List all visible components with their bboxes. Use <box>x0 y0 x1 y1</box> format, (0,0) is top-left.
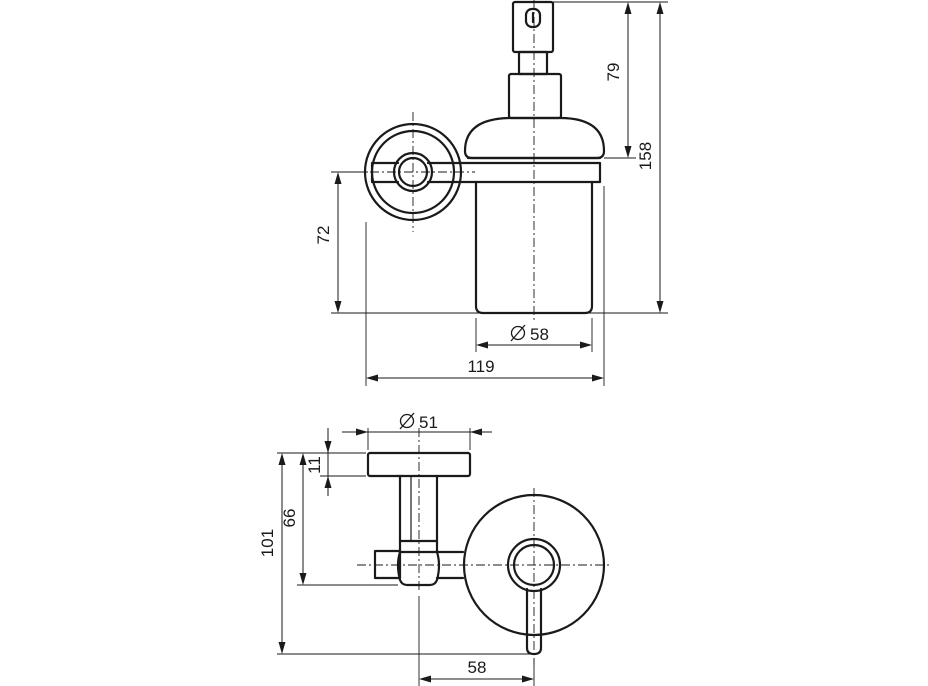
side-arm <box>435 550 465 580</box>
dim-dia-51-label: 51 <box>419 413 438 432</box>
dim-11-label: 11 <box>305 456 324 474</box>
front-pump-head <box>511 0 555 54</box>
dim-119-label: 119 <box>467 357 494 376</box>
diameter-symbol-icon-2 <box>399 412 415 430</box>
dim-79-label: 79 <box>604 63 623 82</box>
dim-dia-58-label: 58 <box>530 325 549 344</box>
front-view: 158 79 72 58 119 <box>314 0 668 386</box>
dim-72-label: 72 <box>314 226 333 245</box>
side-post-collar <box>396 539 441 587</box>
side-view: 51 11 66 101 58 <box>258 412 612 686</box>
front-arm <box>370 161 602 184</box>
front-bottle-cap <box>463 116 606 160</box>
side-arm-stub <box>373 549 402 580</box>
pump-logo-icon <box>524 7 542 29</box>
front-pump-neck <box>507 72 563 120</box>
diameter-symbol-icon <box>510 324 526 342</box>
dim-101-label: 101 <box>258 529 277 557</box>
dim-158-label: 158 <box>636 142 655 170</box>
dim-58-side-label: 58 <box>468 658 487 677</box>
side-post <box>398 474 439 554</box>
dim-66-label: 66 <box>280 509 299 528</box>
front-pump-stem <box>517 50 549 76</box>
